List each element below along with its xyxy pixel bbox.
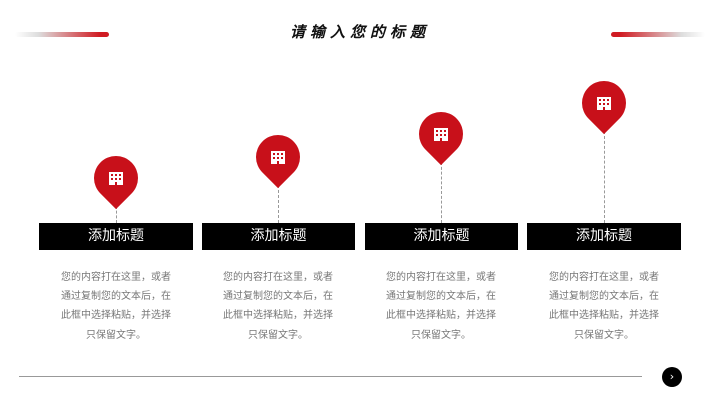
dotted-connector	[278, 185, 279, 223]
map-pin-4	[572, 71, 636, 135]
step-desc-3: 您的内容打在这里，或者通过复制您的文本后，在此框中选择粘贴，并选择只保留文字。	[386, 272, 496, 341]
next-button[interactable]: ›	[662, 367, 682, 387]
building-icon	[271, 151, 285, 164]
footer-divider	[19, 376, 642, 377]
step-title-3: 添加标题	[365, 223, 518, 250]
map-pin-3	[409, 102, 473, 166]
building-icon	[434, 128, 448, 141]
step-title-1: 添加标题	[39, 223, 193, 250]
dotted-connector	[441, 162, 442, 223]
dotted-connector	[116, 206, 117, 223]
step-desc-4: 您的内容打在这里，或者通过复制您的文本后，在此框中选择粘贴，并选择只保留文字。	[549, 272, 659, 341]
step-title-4: 添加标题	[527, 223, 681, 250]
step-desc-1: 您的内容打在这里，或者通过复制您的文本后，在此框中选择粘贴，并选择只保留文字。	[61, 272, 171, 341]
map-pin-1	[84, 146, 148, 210]
building-icon	[597, 97, 611, 110]
page-title: 请输入您的标题	[289, 23, 430, 41]
dotted-connector	[604, 131, 605, 223]
chevron-right-icon: ›	[669, 370, 675, 383]
decorative-bar-left	[15, 32, 109, 37]
building-icon	[109, 172, 123, 185]
step-title-2: 添加标题	[202, 223, 355, 250]
decorative-bar-right	[611, 32, 705, 37]
map-pin-2	[246, 125, 310, 189]
step-desc-2: 您的内容打在这里，或者通过复制您的文本后，在此框中选择粘贴，并选择只保留文字。	[223, 272, 333, 341]
